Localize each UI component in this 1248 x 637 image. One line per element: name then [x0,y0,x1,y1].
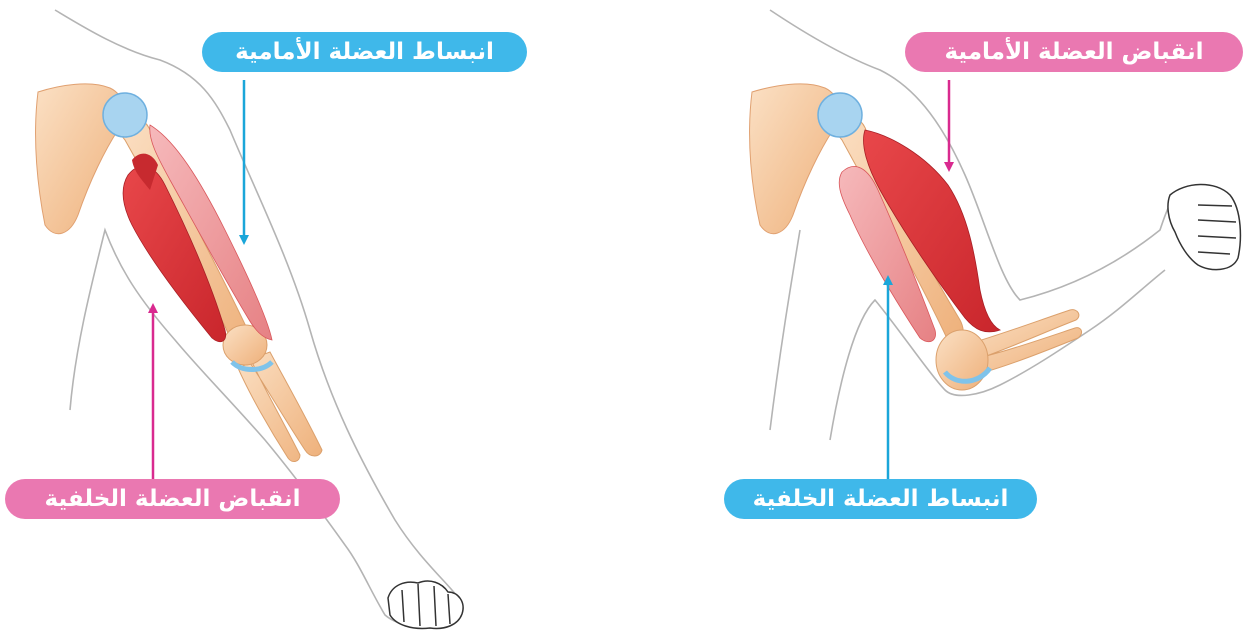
extended-arm-shoulder-joint [103,93,147,137]
left-front-muscle-label: انبساط العضلة الأمامية [202,32,527,72]
flexed-arm-icon [750,10,1241,440]
extended-arm-icon [36,10,464,628]
right-back-muscle-label: انبساط العضلة الخلفية [724,479,1037,519]
right-front-muscle-label: انقباض العضلة الأمامية [905,32,1243,72]
extended-arm-fist [388,581,463,628]
flexed-arm-fist [1168,184,1240,269]
flexed-arm-shoulder-joint [818,93,862,137]
left-back-muscle-label: انقباض العضلة الخلفية [5,479,340,519]
